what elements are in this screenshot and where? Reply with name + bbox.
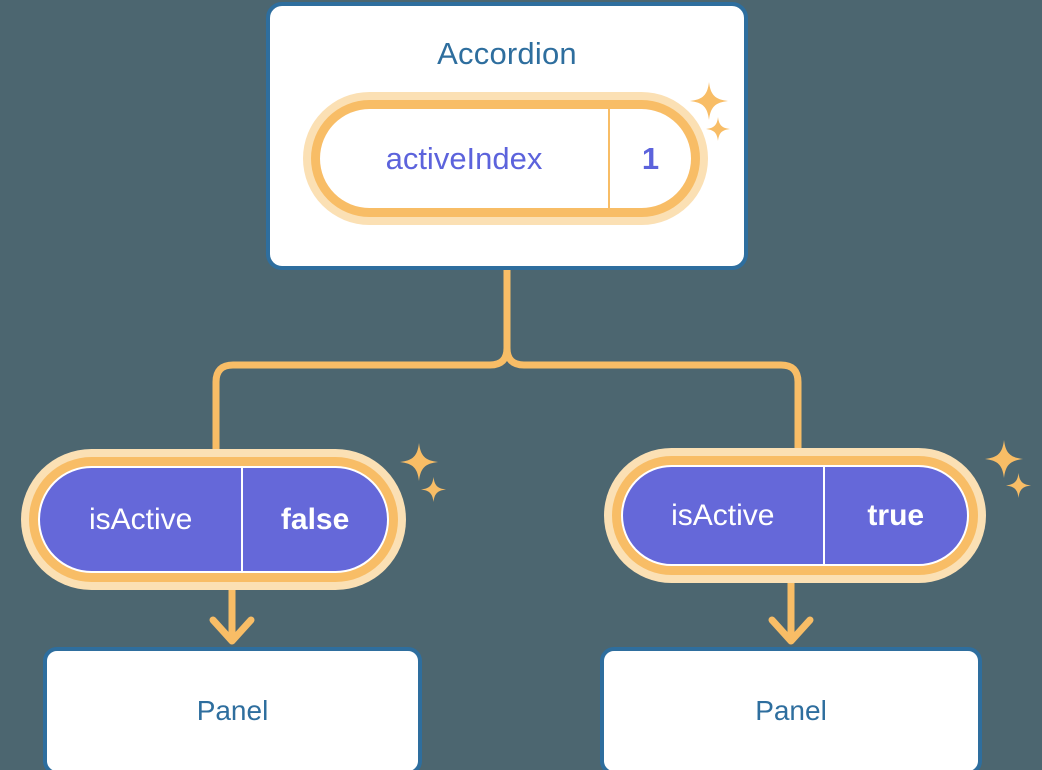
pill-divider <box>608 109 610 208</box>
connector-branch-right <box>503 344 802 454</box>
connector-branch-left <box>212 344 511 454</box>
pill-body: activeIndex 1 <box>320 109 691 208</box>
pill-key-label: isActive <box>671 498 775 532</box>
prop-pill-is-active-right[interactable]: isActive true <box>604 448 986 583</box>
accordion-title: Accordion <box>437 36 577 71</box>
pill-value-cell: false <box>243 468 387 571</box>
sparkle-icon <box>400 443 438 481</box>
pill-divider <box>241 468 244 571</box>
pill-value-label: 1 <box>641 140 660 176</box>
sparkle-icon <box>985 440 1023 478</box>
sparkle-small-icon <box>706 117 730 141</box>
panel-title: Panel <box>196 695 269 726</box>
pill-value-cell: 1 <box>610 109 691 208</box>
pill-body: isActive false <box>38 466 389 573</box>
state-pill-active-index[interactable]: activeIndex 1 <box>303 92 708 225</box>
pill-value-cell: true <box>825 467 967 564</box>
sparkle-small-icon <box>1006 473 1031 498</box>
pill-value-label: true <box>867 498 925 532</box>
pill-divider <box>822 467 825 564</box>
panel-title: Panel <box>755 695 827 726</box>
arrow-down-icon <box>209 616 255 645</box>
pill-key-cell: isActive <box>623 467 823 564</box>
pill-value-label: false <box>280 502 350 536</box>
pill-key-label: activeIndex <box>385 140 543 176</box>
pill-key-cell: activeIndex <box>320 109 608 208</box>
arrow-left-group <box>209 584 255 645</box>
arrow-right-group <box>768 579 814 645</box>
pill-key-cell: isActive <box>40 468 241 571</box>
panel-component-card-right[interactable]: Panel <box>600 647 982 770</box>
sparkle-small-icon <box>421 477 446 502</box>
prop-pill-is-active-left[interactable]: isActive false <box>21 449 406 590</box>
pill-body: isActive true <box>621 465 969 566</box>
panel-component-card-left[interactable]: Panel <box>43 647 422 770</box>
arrow-down-icon <box>768 616 814 645</box>
sparkle-icon <box>690 82 728 120</box>
pill-key-label: isActive <box>88 502 193 536</box>
